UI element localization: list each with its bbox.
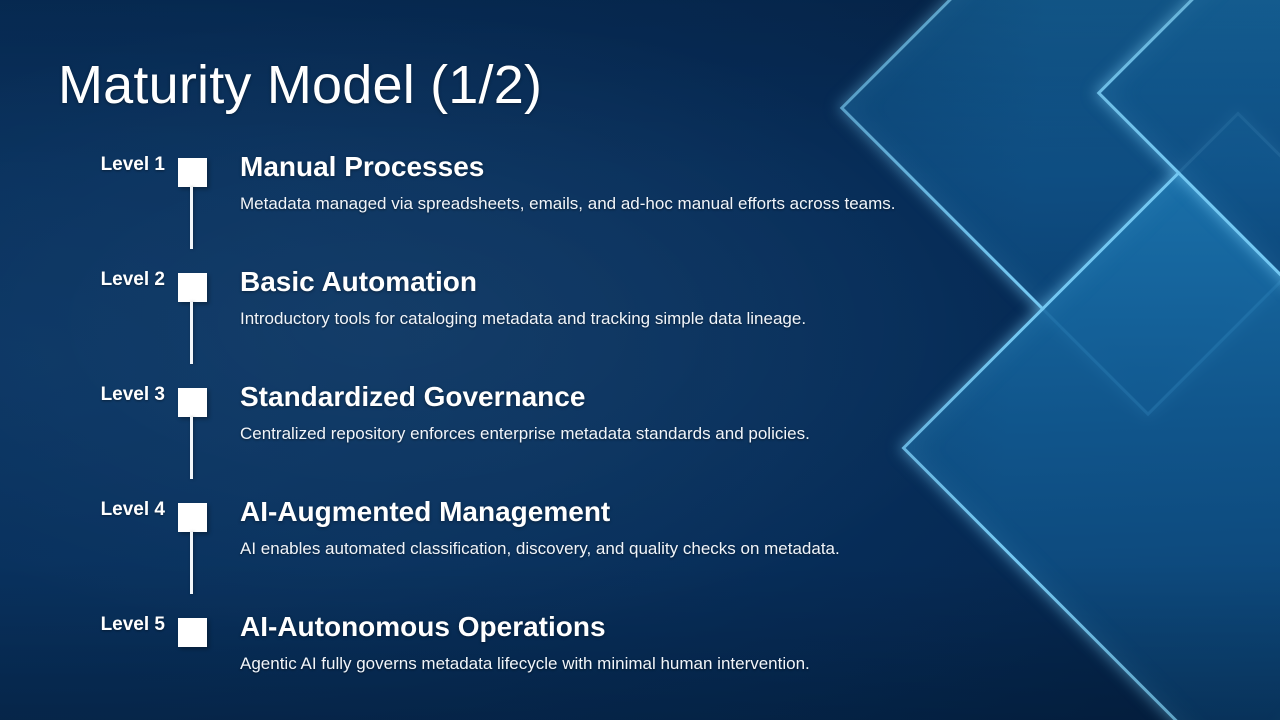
list-item: Level 5 AI-Autonomous Operations Agentic… xyxy=(0,610,1280,720)
level-description: Introductory tools for cataloging metada… xyxy=(240,309,807,329)
list-item: Level 2 Basic Automation Introductory to… xyxy=(0,265,1280,380)
level-marker-square xyxy=(178,503,207,532)
level-heading: Basic Automation xyxy=(240,266,477,297)
level-heading: AI-Autonomous Operations xyxy=(240,611,606,642)
maturity-timeline: Level 1 Manual Processes Metadata manage… xyxy=(0,150,1280,720)
level-label: Level 4 xyxy=(100,499,165,520)
level-text-block: AI-Augmented Management AI enables autom… xyxy=(240,495,1260,559)
list-item: Level 3 Standardized Governance Centrali… xyxy=(0,380,1280,495)
level-connector-line xyxy=(190,187,193,249)
list-item: Level 4 AI-Augmented Management AI enabl… xyxy=(0,495,1280,610)
level-connector-line xyxy=(190,302,193,364)
level-marker-square xyxy=(178,388,207,417)
level-connector-line xyxy=(190,417,193,479)
level-label: Level 3 xyxy=(100,384,165,405)
level-description: Agentic AI fully governs metadata lifecy… xyxy=(240,654,810,674)
level-label: Level 2 xyxy=(100,269,165,290)
level-text-block: AI-Autonomous Operations Agentic AI full… xyxy=(240,610,1260,674)
level-text-block: Basic Automation Introductory tools for … xyxy=(240,265,1260,329)
level-description: Metadata managed via spreadsheets, email… xyxy=(240,194,896,214)
list-item: Level 1 Manual Processes Metadata manage… xyxy=(0,150,1280,265)
level-description: Centralized repository enforces enterpri… xyxy=(240,424,810,444)
level-heading: AI-Augmented Management xyxy=(240,496,611,527)
level-marker-square xyxy=(178,158,207,187)
level-heading: Standardized Governance xyxy=(240,381,586,412)
level-marker-square xyxy=(178,618,207,647)
level-label: Level 5 xyxy=(100,614,165,635)
page-title: Maturity Model (1/2) xyxy=(58,55,543,115)
level-marker-square xyxy=(178,273,207,302)
level-text-block: Manual Processes Metadata managed via sp… xyxy=(240,150,1260,214)
level-description: AI enables automated classification, dis… xyxy=(240,539,840,559)
level-label: Level 1 xyxy=(100,154,165,175)
level-heading: Manual Processes xyxy=(240,151,485,182)
level-connector-line xyxy=(190,532,193,594)
level-text-block: Standardized Governance Centralized repo… xyxy=(240,380,1260,444)
